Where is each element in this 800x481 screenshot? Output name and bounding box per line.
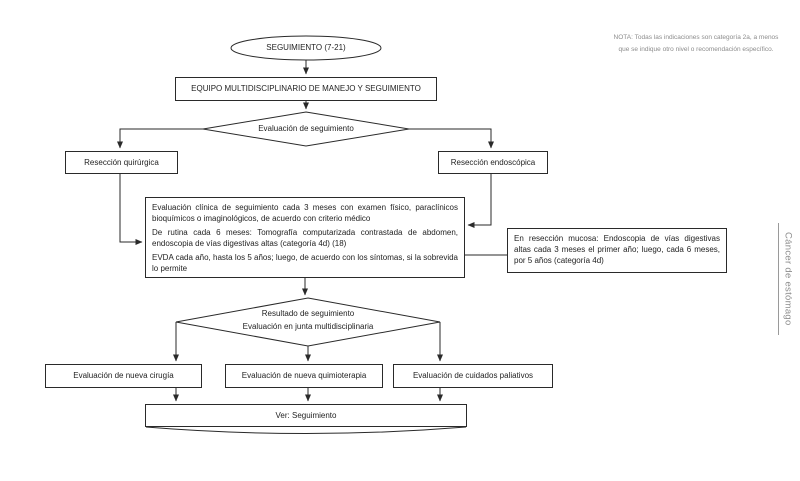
endoscopic-resection-node: Resección endoscópica: [438, 151, 548, 174]
connector-surgical-followup: [119, 174, 143, 245]
connector-decision1-endoscopic: [409, 128, 494, 149]
see-followup-node: Ver: Seguimiento: [145, 404, 467, 427]
decision1-diamond-shape: [202, 111, 410, 147]
decision2-line2: Evaluación en junta multidisciplinaria: [242, 322, 374, 331]
followup-routine-paragraph: De rutina cada 6 meses: Tomografía compu…: [152, 228, 458, 248]
decision2-line1: Resultado de seguimiento: [261, 309, 355, 318]
connector-decision1-surgical: [117, 128, 203, 149]
decision2-label: Resultado de seguimiento Evaluación en j…: [188, 307, 428, 333]
decision1-label: Evaluación de seguimiento: [258, 123, 354, 133]
followup-clinical-paragraph: Evaluación clínica de seguimiento cada 3…: [152, 203, 458, 223]
surgical-resection-node: Resección quirúrgica: [65, 151, 178, 174]
sidebar-rule: [778, 223, 779, 335]
palliative-care-node: Evaluación de cuidados paliativos: [393, 364, 553, 388]
category-note: NOTA: Todas las indicaciones son categor…: [613, 34, 779, 53]
sidebar-chapter-label: Cáncer de estómago: [782, 232, 794, 326]
followup-evda-paragraph: EVDA cada año, hasta los 5 años; luego, …: [152, 253, 458, 273]
new-chemotherapy-node: Evaluación de nueva quimioterapia: [225, 364, 383, 388]
see-box-curve: [145, 426, 467, 434]
new-surgery-node: Evaluación de nueva cirugía: [45, 364, 202, 388]
start-node-label: SEGUIMIENTO (7-21): [266, 43, 346, 52]
mucosal-resection-node: En resección mucosa: Endoscopia de vías …: [507, 228, 727, 273]
followup-protocol-node: Evaluación clínica de seguimiento cada 3…: [145, 197, 465, 278]
connector-endoscopic-followup: [467, 174, 492, 228]
team-node: EQUIPO MULTIDISCIPLINARIO DE MANEJO Y SE…: [175, 77, 437, 101]
